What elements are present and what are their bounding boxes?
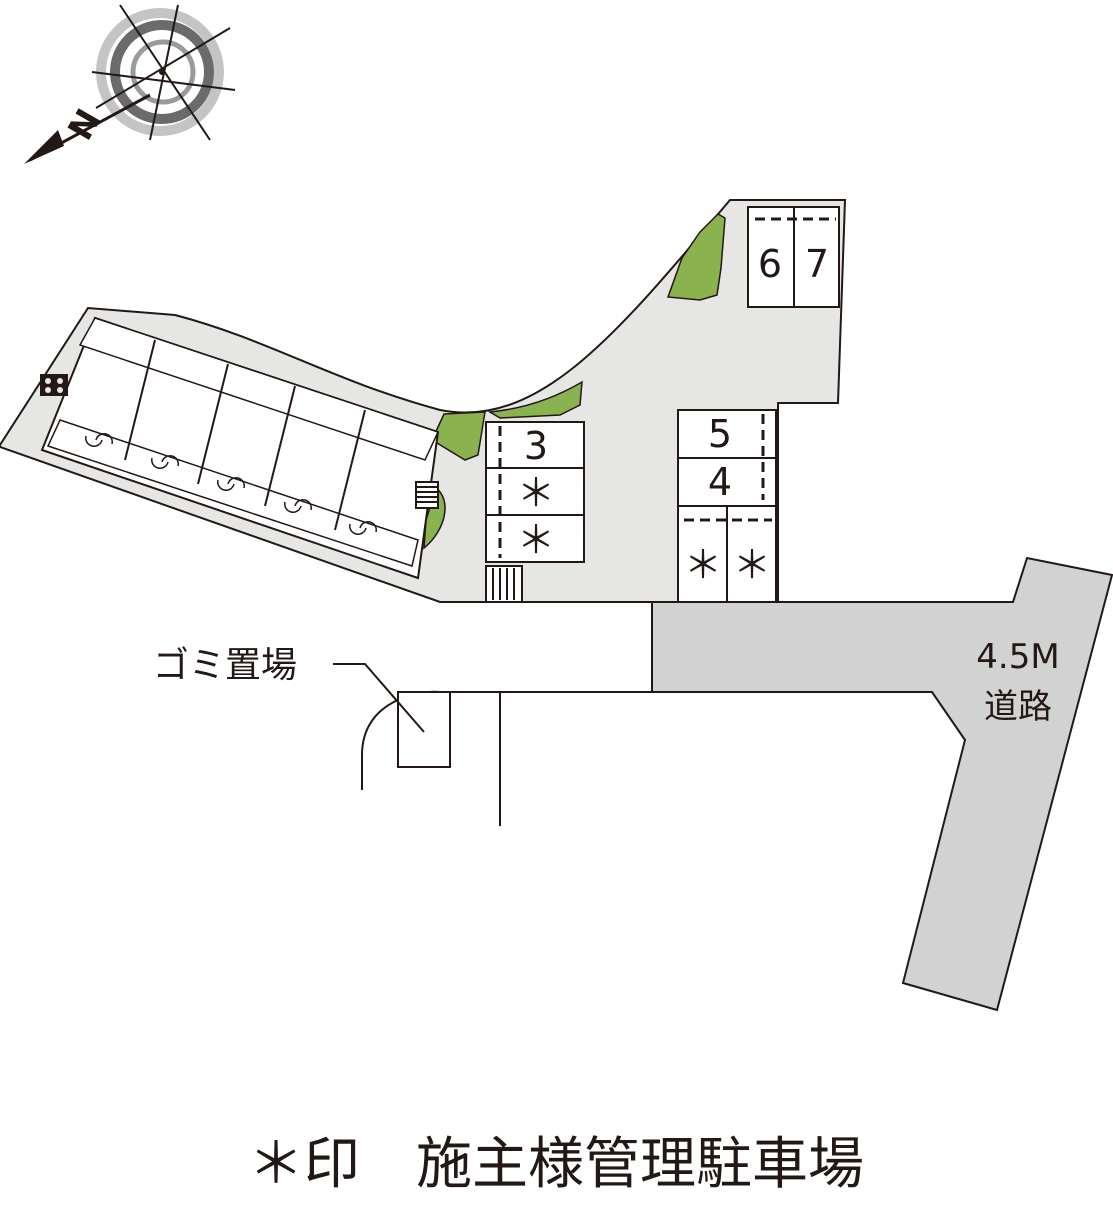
north-arrow-compass-icon: N <box>24 4 236 164</box>
parking-spot-owner-mark: ＊ <box>684 543 722 587</box>
parking-spot-6: 6 <box>758 242 782 286</box>
greenery-areas <box>423 213 726 550</box>
parking-group-6-7: 6 7 <box>747 206 840 308</box>
utility-box-icon <box>40 374 68 396</box>
garbage-label: ゴミ置場 <box>153 645 297 686</box>
parking-spot-3: 3 <box>524 424 548 468</box>
parking-spot-owner-mark: ＊ <box>517 471 555 515</box>
parking-group-5-4: 5 4 ＊ ＊ <box>677 409 777 603</box>
parking-spot-7: 7 <box>805 242 829 286</box>
road-label: 道路 <box>984 687 1052 727</box>
legend-owner-managed-parking: ＊印 施主様管理駐車場 <box>248 1132 864 1197</box>
stairs-icon <box>415 481 439 509</box>
road-4-5m <box>651 556 1113 1012</box>
parking-group-3: 3 ＊ ＊ <box>485 421 585 563</box>
parking-spot-owner-mark: ＊ <box>517 518 555 562</box>
parking-spot-5: 5 <box>708 412 732 456</box>
greenery-right-of-building <box>423 486 446 550</box>
road-width-label: 4.5M <box>976 637 1059 677</box>
parking-spot-4: 4 <box>708 460 732 504</box>
greenery-middle <box>487 380 583 419</box>
bicycle-rack <box>485 565 523 603</box>
greenery-top <box>666 213 726 301</box>
garbage-area <box>397 691 451 768</box>
apartment-building <box>40 316 440 580</box>
parking-spot-owner-mark: ＊ <box>733 543 771 587</box>
